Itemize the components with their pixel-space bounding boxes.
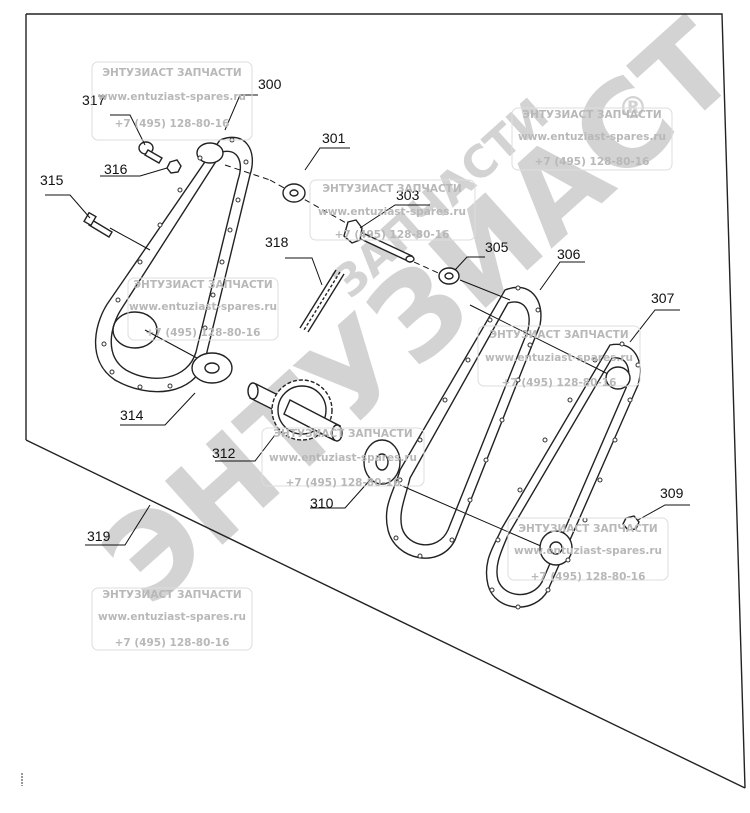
watermark-company: ЭНТУЗИАСТ ЗАПЧАСТИ bbox=[489, 329, 628, 341]
roller-314 bbox=[191, 352, 233, 384]
watermark-company: ЭНТУЗИАСТ ЗАПЧАСТИ bbox=[522, 109, 661, 121]
callout-318: 318 bbox=[265, 234, 289, 250]
watermark-site: www.entuziast-spares.ru bbox=[98, 611, 246, 623]
watermark-phone: +7 (495) 128-80-16 bbox=[115, 118, 230, 130]
watermark-site: www.entuziast-spares.ru bbox=[98, 91, 246, 103]
callout-303: 303 bbox=[396, 187, 420, 203]
watermark-site: www.entuziast-spares.ru bbox=[514, 545, 662, 557]
watermark-company: ЭНТУЗИАСТ ЗАПЧАСТИ bbox=[102, 589, 241, 601]
chain-case-cover-300 bbox=[94, 136, 254, 393]
watermark-phone: +7 (495) 128-80-16 bbox=[502, 377, 617, 389]
callout-309: 309 bbox=[660, 485, 684, 501]
callout-312: 312 bbox=[212, 445, 236, 461]
callout-314: 314 bbox=[120, 407, 144, 423]
watermark-site: www.entuziast-spares.ru bbox=[269, 452, 417, 464]
bushing-305 bbox=[438, 267, 460, 285]
callout-301: 301 bbox=[322, 130, 346, 146]
watermark-phone: +7 (495) 128-80-16 bbox=[535, 156, 650, 168]
watermark-phone: +7 (495) 128-80-16 bbox=[335, 229, 450, 241]
leader-lines bbox=[45, 94, 690, 546]
callout-317: 317 bbox=[82, 92, 106, 108]
nut-309 bbox=[622, 515, 640, 531]
watermark-stamp: ЭНТУЗИАСТ ЗАПЧАСТИ www.entuziast-spares.… bbox=[261, 427, 425, 489]
base-plate bbox=[25, 13, 746, 789]
watermark-stamps: ЭНТУЗИАСТ ЗАПЧАСТИ www.entuziast-spares.… bbox=[91, 61, 673, 651]
watermark-stamp: ЭНТУЗИАСТ ЗАПЧАСТИ www.entuziast-spares.… bbox=[91, 61, 253, 141]
watermark-stamp: ЭНТУЗИАСТ ЗАПЧАСТИ www.entuziast-spares.… bbox=[127, 277, 279, 341]
callouts: 300 301 303 305 306 307 309 310 312 314 … bbox=[40, 76, 684, 544]
callout-310: 310 bbox=[310, 495, 334, 511]
watermark-stamp: ЭНТУЗИАСТ ЗАПЧАСТИ www.entuziast-spares.… bbox=[477, 325, 641, 389]
watermark-stamp: ЭНТУЗИАСТ ЗАПЧАСТИ www.entuziast-spares.… bbox=[309, 179, 476, 241]
nut-316 bbox=[166, 159, 182, 174]
watermark-company: ЭНТУЗИАСТ ЗАПЧАСТИ bbox=[133, 279, 272, 291]
chain-case-307 bbox=[485, 341, 641, 610]
callout-319: 319 bbox=[87, 528, 111, 544]
watermark-company: ЭНТУЗИАСТ ЗАПЧАСТИ bbox=[273, 428, 412, 440]
watermark-site: www.entuziast-spares.ru bbox=[518, 131, 666, 143]
gasket-306 bbox=[385, 285, 542, 559]
callout-315: 315 bbox=[40, 172, 64, 188]
bolt-317 bbox=[138, 141, 163, 164]
shaft-303 bbox=[343, 219, 415, 263]
callout-316: 316 bbox=[104, 161, 128, 177]
watermark-stamp: ЭНТУЗИАСТ ЗАПЧАСТИ www.entuziast-spares.… bbox=[511, 107, 673, 171]
gear-shaft-312 bbox=[247, 379, 343, 442]
watermark-site: www.entuziast-spares.ru bbox=[485, 352, 633, 364]
watermark-phone: +7 (495) 128-80-16 bbox=[146, 327, 261, 339]
callout-305: 305 bbox=[485, 239, 509, 255]
bearing-310 bbox=[363, 439, 401, 485]
callout-306: 306 bbox=[557, 246, 581, 262]
watermark-company: ЭНТУЗИАСТ ЗАПЧАСТИ bbox=[322, 183, 461, 195]
chain-318 bbox=[299, 269, 345, 333]
watermark-company: ЭНТУЗИАСТ ЗАПЧАСТИ bbox=[518, 523, 657, 535]
watermark-company: ЭНТУЗИАСТ ЗАПЧАСТИ bbox=[102, 67, 241, 79]
watermark-stamp: ЭНТУЗИАСТ ЗАПЧАСТИ www.entuziast-spares.… bbox=[507, 517, 669, 583]
watermark-phone: +7 (495) 128-80-16 bbox=[115, 637, 230, 649]
callout-300: 300 bbox=[258, 76, 282, 92]
watermark-site: www.entuziast-spares.ru bbox=[318, 206, 466, 218]
watermark-site: www.entuziast-spares.ru bbox=[129, 301, 277, 313]
callout-307: 307 bbox=[651, 290, 675, 306]
bushing-301 bbox=[282, 183, 306, 203]
watermark-phone: +7 (495) 128-80-16 bbox=[286, 477, 401, 489]
watermark-stamp: ЭНТУЗИАСТ ЗАПЧАСТИ www.entuziast-spares.… bbox=[91, 587, 253, 651]
watermark-phone: +7 (495) 128-80-16 bbox=[531, 571, 646, 583]
bolt-315 bbox=[83, 211, 113, 238]
